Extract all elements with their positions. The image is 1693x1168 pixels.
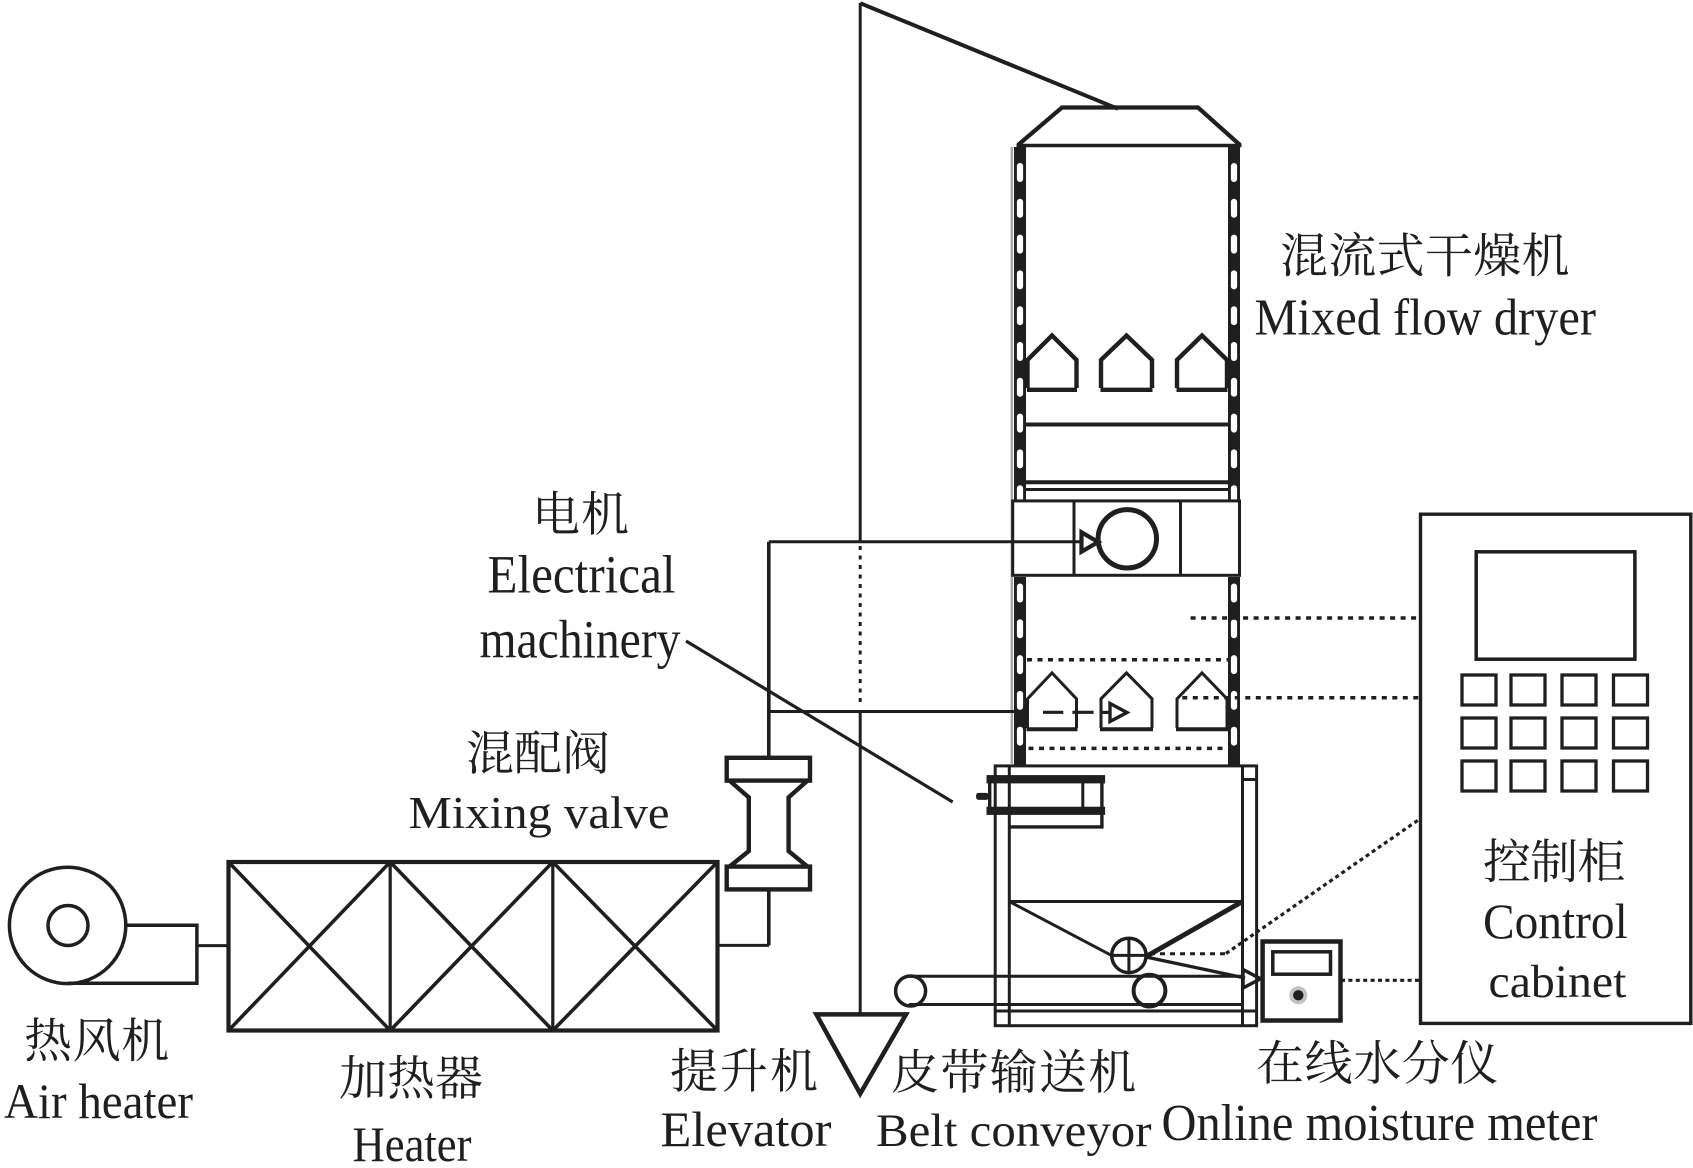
- svg-text:Air heater: Air heater: [4, 1074, 193, 1129]
- svg-text:Online moisture meter: Online moisture meter: [1162, 1095, 1598, 1152]
- svg-text:Belt conveyor: Belt conveyor: [876, 1105, 1152, 1157]
- svg-text:Heater: Heater: [353, 1117, 472, 1168]
- svg-text:Elevator: Elevator: [661, 1101, 832, 1157]
- svg-text:Control: Control: [1483, 893, 1628, 949]
- svg-text:Mixed flow dryer: Mixed flow dryer: [1255, 289, 1597, 346]
- svg-text:cabinet: cabinet: [1489, 956, 1627, 1008]
- svg-text:Electrical: Electrical: [488, 545, 676, 605]
- svg-text:machinery: machinery: [480, 610, 681, 670]
- svg-text:Mixing valve: Mixing valve: [409, 787, 670, 838]
